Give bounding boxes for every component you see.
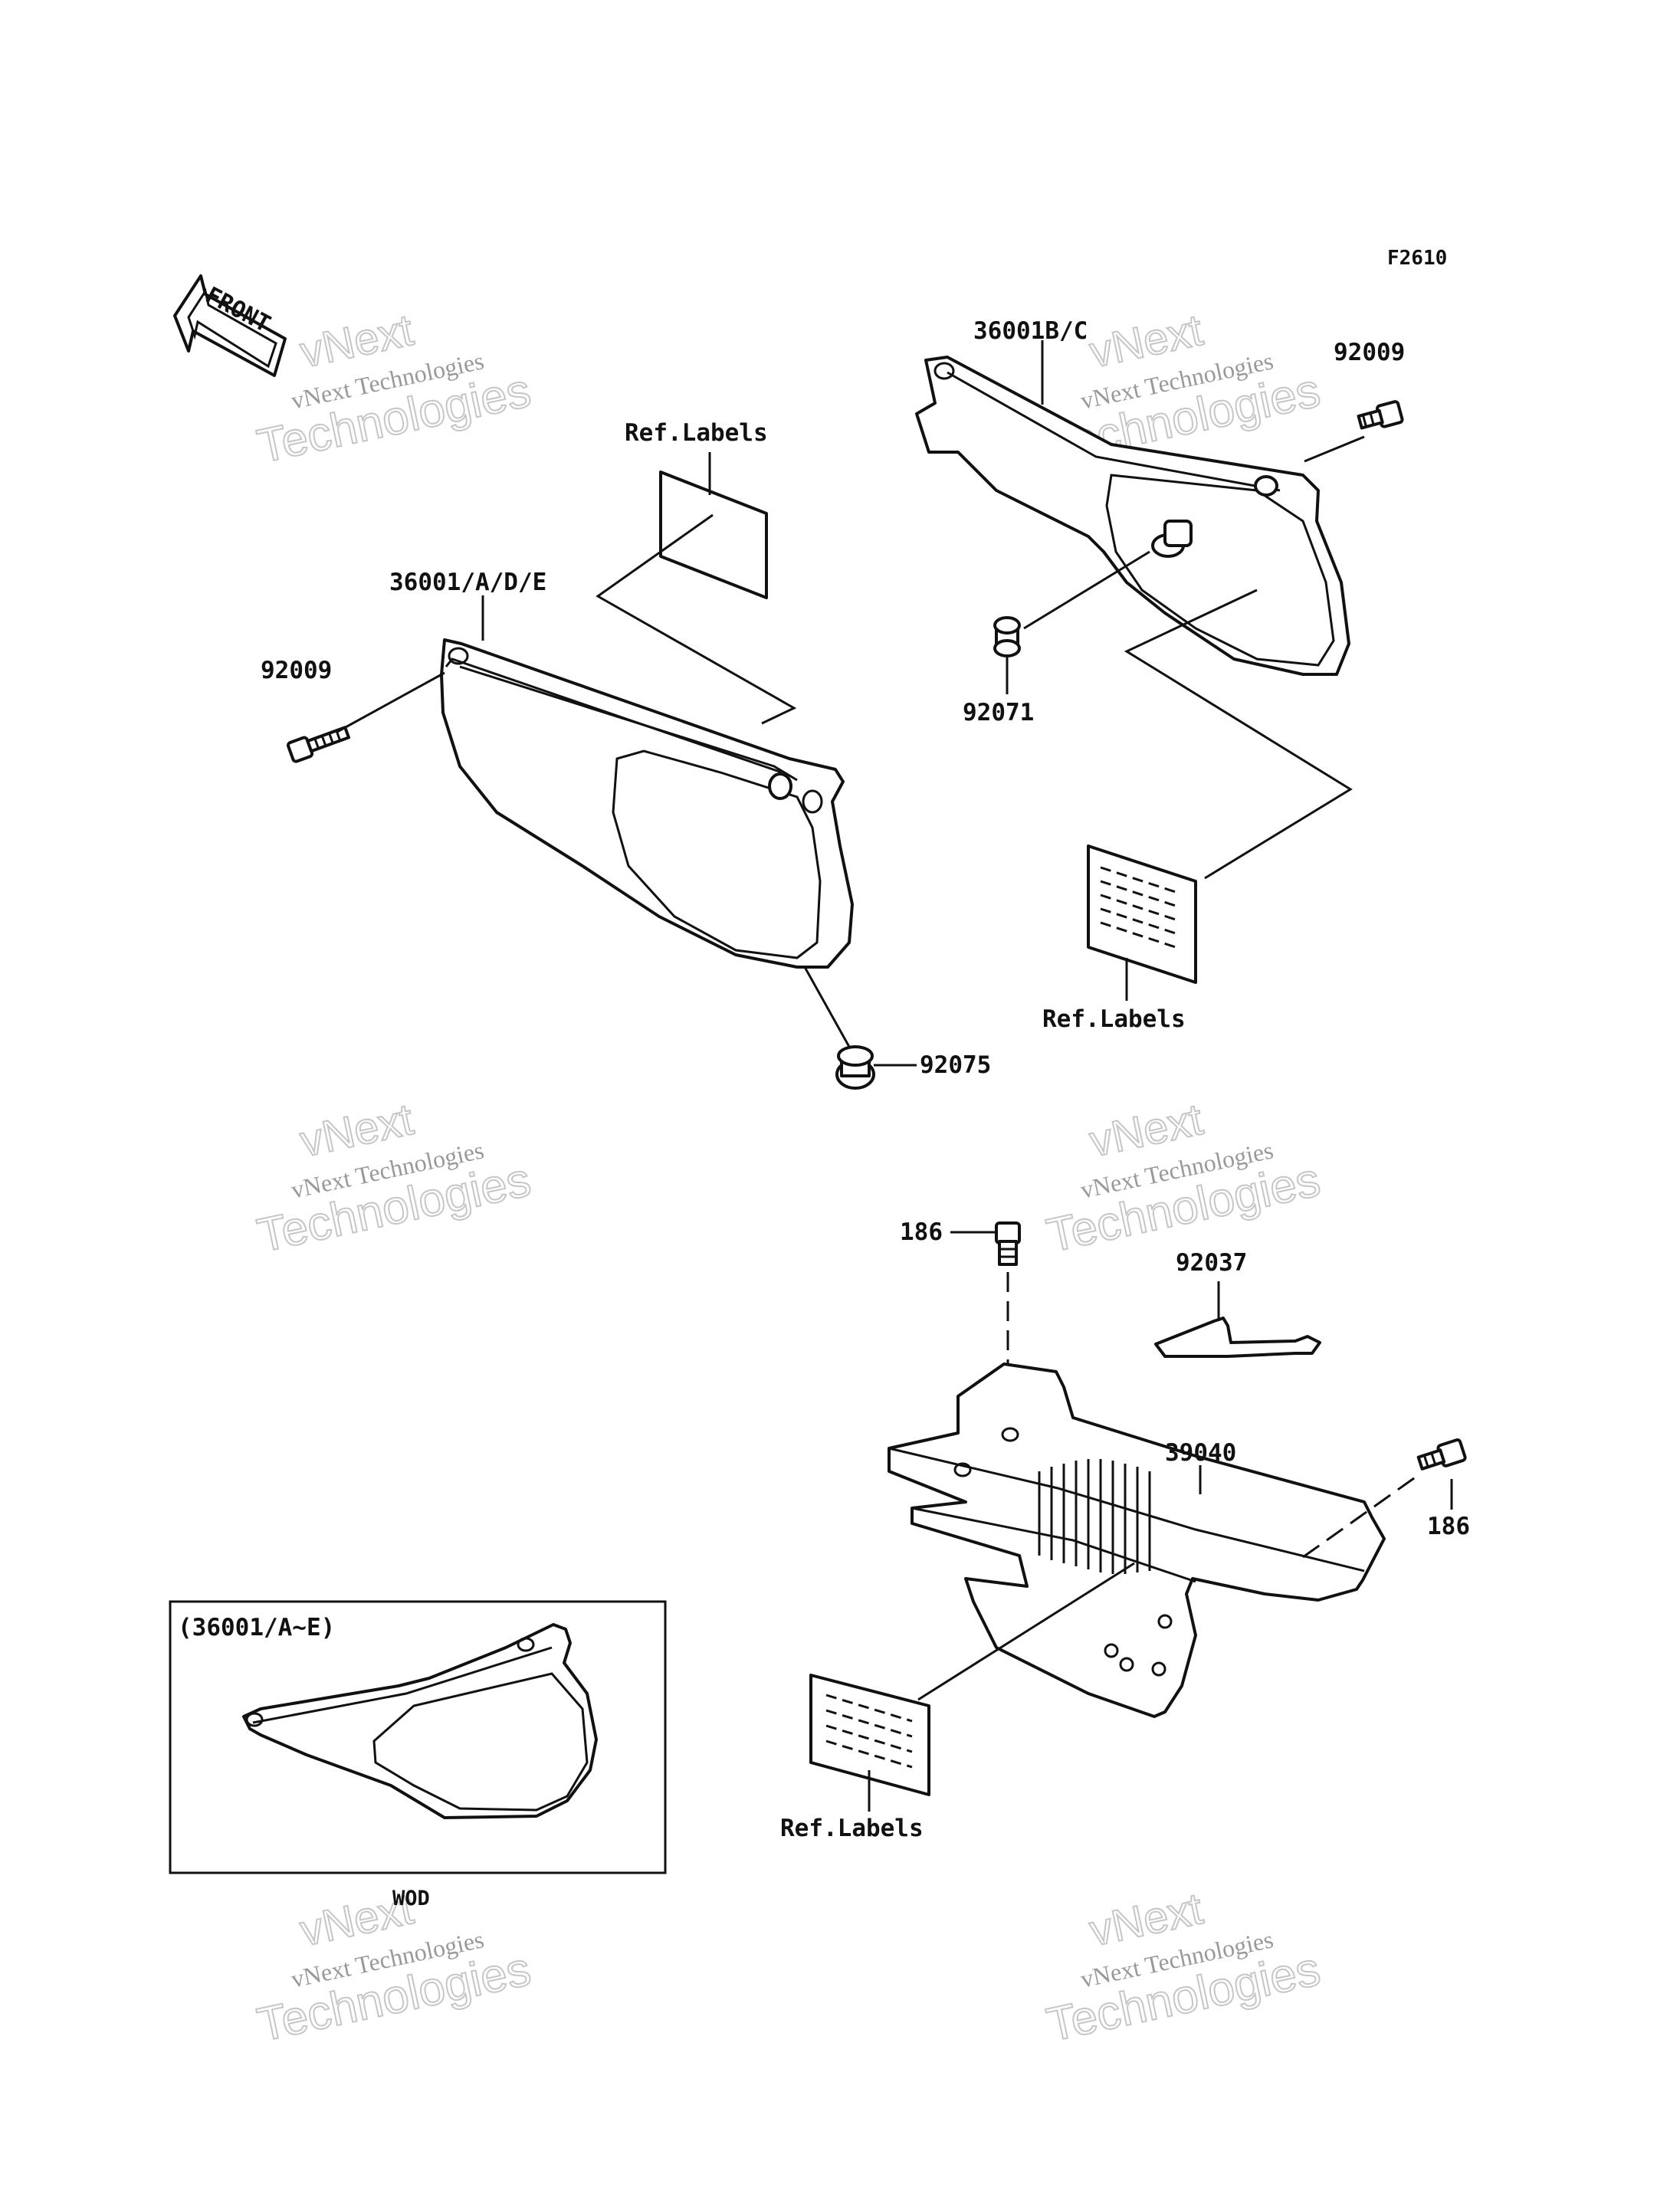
callout-side-cover-right: 36001B/C xyxy=(973,317,1088,345)
cover-knob-icon xyxy=(1151,520,1193,558)
chain-guard-group: 186 92037 39040 186 xyxy=(780,1218,1470,1842)
callout-bolt-guard-right: 186 xyxy=(1427,1513,1470,1540)
leader-ref-labels-left xyxy=(596,490,797,725)
callout-bolt-left: 92009 xyxy=(261,657,332,684)
ref-label-sheet-bottom xyxy=(809,1674,930,1796)
figure-code: F2610 xyxy=(1387,247,1447,270)
callout-grommet-left: 92075 xyxy=(920,1051,991,1079)
callout-ref-labels-left: Ref.Labels xyxy=(625,419,768,447)
callout-bolt-guard-top: 186 xyxy=(900,1218,943,1246)
front-arrow-icon: FRONT xyxy=(173,274,287,377)
ref-label-sheet-left xyxy=(659,471,768,599)
grommet-icon-left xyxy=(835,1045,875,1090)
bolt-icon-guard-right xyxy=(1416,1438,1467,1471)
watermark-middle-right: vNext vNext Technologies Technologies xyxy=(1042,1094,1325,1264)
inset-title: (36001/A~E) xyxy=(178,1614,335,1641)
callout-bolt-right: 92009 xyxy=(1334,339,1405,366)
grommet-icon-right xyxy=(993,616,1021,657)
right-side-cover xyxy=(915,356,1350,676)
callout-side-cover-left: 36001/A/D/E xyxy=(389,569,546,596)
callout-ref-labels-right: Ref.Labels xyxy=(1042,1005,1186,1033)
callout-chain-guard: 39040 xyxy=(1165,1439,1236,1467)
guard-fins xyxy=(1038,1459,1151,1574)
inset-box: (36001/A~E) WOD xyxy=(169,1600,667,1910)
watermark-bottom-left: vNext vNext Technologies Technologies xyxy=(252,1883,536,2053)
bolt-icon-guard-top xyxy=(995,1221,1021,1266)
callout-clamp: 92037 xyxy=(1176,1249,1247,1277)
ref-label-sheet-right xyxy=(1087,844,1197,984)
watermark-top-right: vNext vNext Technologies Technologies xyxy=(1042,304,1325,474)
right-side-cover-group: 36001B/C 92009 92071 Ref.Labels xyxy=(915,317,1405,1033)
left-side-cover xyxy=(440,638,854,969)
left-side-cover-group: Ref.Labels 36001/A/D/E 92009 92075 xyxy=(261,419,991,1090)
inset-caption: WOD xyxy=(392,1887,430,1910)
callout-ref-labels-bottom: Ref.Labels xyxy=(780,1815,924,1842)
inset-side-cover xyxy=(242,1623,598,1819)
bolt-icon-right xyxy=(1357,400,1404,430)
callout-grommet-right: 92071 xyxy=(963,699,1034,726)
watermark-top-left: vNext vNext Technologies Technologies xyxy=(252,304,536,474)
bolt-icon-left xyxy=(287,726,351,763)
clamp-icon xyxy=(1154,1317,1321,1358)
watermark-bottom-right: vNext vNext Technologies Technologies xyxy=(1042,1883,1325,2053)
watermark-middle-left: vNext vNext Technologies Technologies xyxy=(252,1094,536,1264)
